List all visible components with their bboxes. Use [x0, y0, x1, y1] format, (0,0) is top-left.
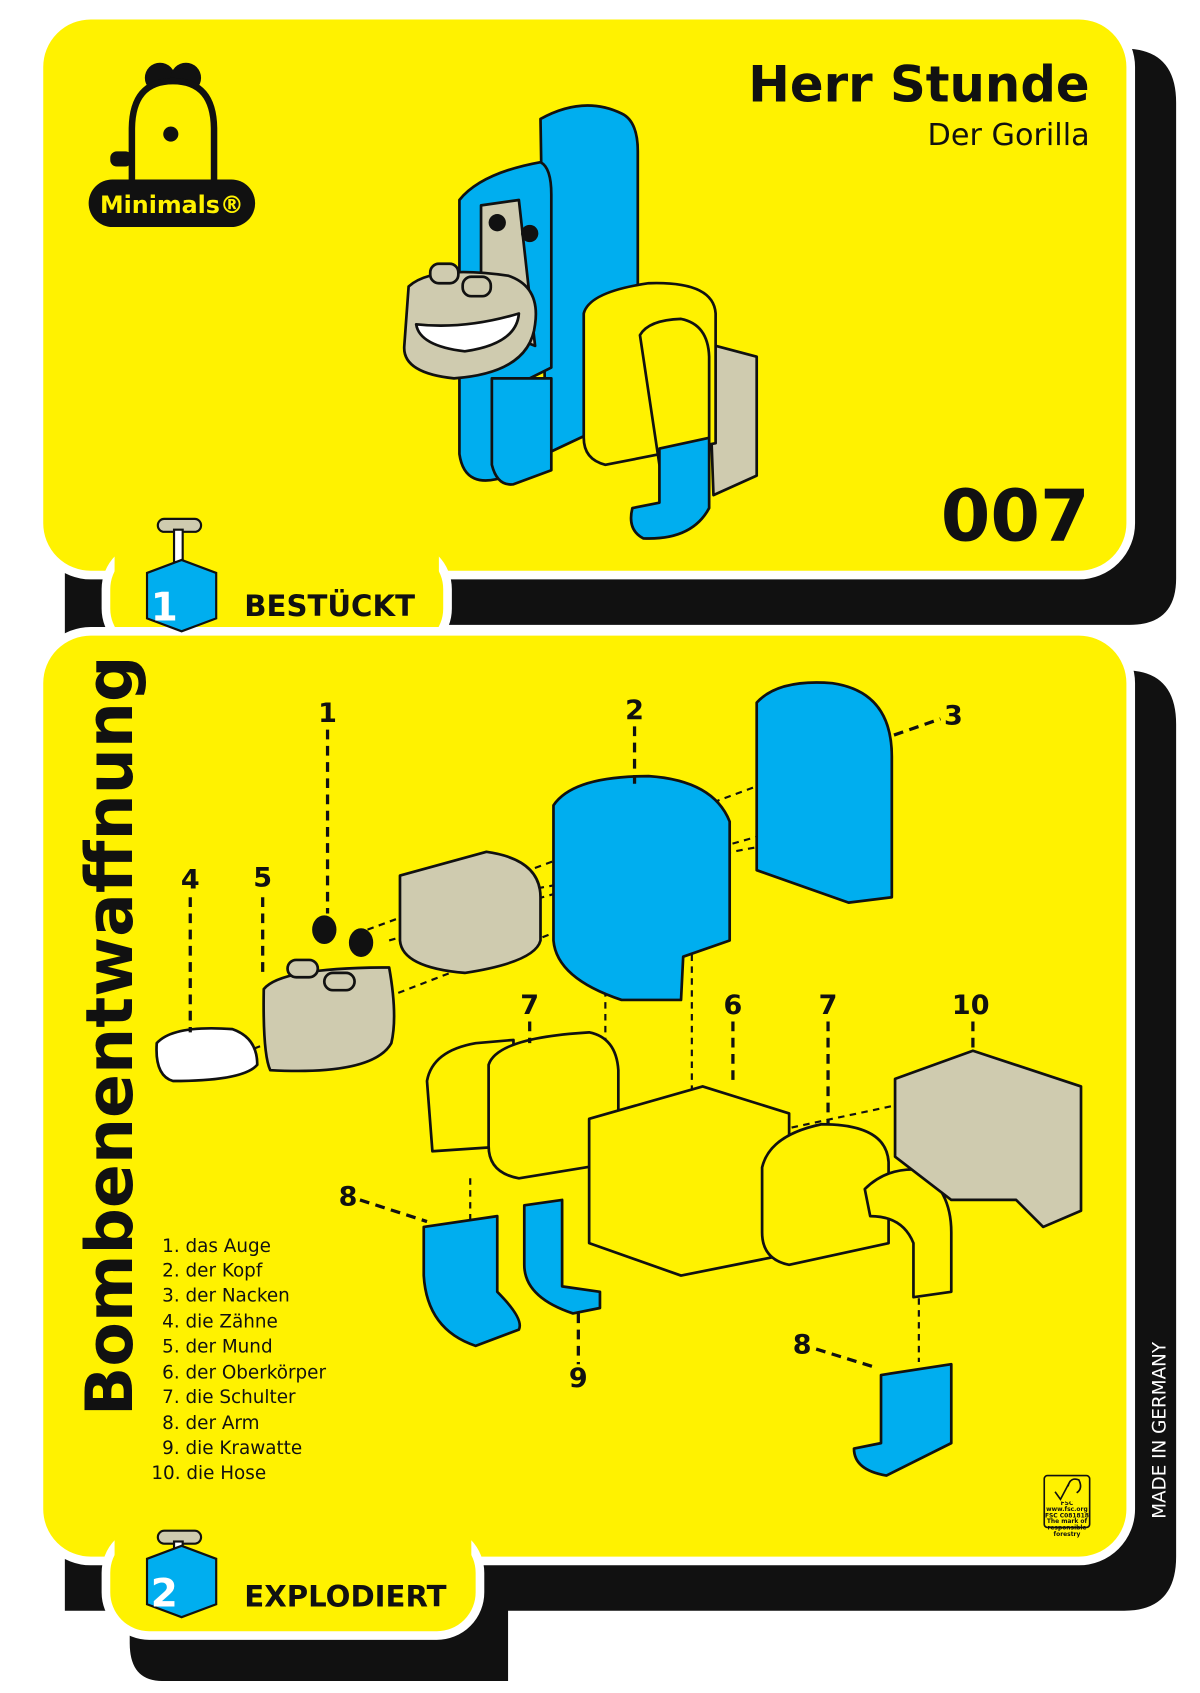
callout-numbers: 1 2 3 4 5 6 7 7 8 8 9 10 — [181, 695, 990, 1394]
logo-text: Minimals® — [100, 191, 244, 219]
list-item: 5. der Mund — [162, 1336, 272, 1357]
step-number-1: 1 — [151, 585, 178, 630]
callout-8a: 8 — [339, 1181, 358, 1212]
made-in-germany: MADE IN GERMANY — [1149, 1341, 1170, 1519]
section-1-label: BESTÜCKT — [244, 589, 415, 623]
vertical-title: Bombenentwaffnung — [73, 656, 148, 1417]
section-2-label: EXPLODIERT — [244, 1579, 446, 1613]
callout-9: 9 — [569, 1363, 588, 1394]
list-item: 7. die Schulter — [162, 1387, 296, 1408]
callout-10: 10 — [952, 990, 990, 1021]
callout-3: 3 — [944, 700, 963, 731]
callout-5: 5 — [253, 862, 272, 893]
parts-list: 1. das Auge 2. der Kopf 3. der Nacken 4.… — [151, 1236, 326, 1484]
callout-1: 1 — [318, 698, 337, 729]
callout-7b: 7 — [819, 990, 838, 1021]
product-number: 007 — [941, 475, 1090, 558]
fsc-logo-text: FSC www.fsc.org FSC C081818 The mark of … — [1044, 1501, 1089, 1539]
list-item: 9. die Krawatte — [162, 1438, 302, 1459]
list-item: 4. die Zähne — [162, 1311, 278, 1332]
callout-4: 4 — [181, 865, 200, 896]
list-item: 2. der Kopf — [162, 1261, 263, 1282]
callout-6: 6 — [724, 990, 743, 1021]
fsc-tree-icon — [1054, 1478, 1082, 1501]
assembled-gorilla-illustration — [402, 104, 759, 540]
callout-7a: 7 — [520, 990, 539, 1021]
minimals-logo: Minimals® — [88, 62, 256, 228]
exploded-parts-illustration — [155, 681, 1083, 1477]
product-title: Herr Stunde — [748, 56, 1089, 114]
callout-2: 2 — [625, 695, 644, 726]
step-number-2: 2 — [151, 1571, 178, 1616]
list-item: 8. der Arm — [162, 1413, 259, 1434]
list-item: 3. der Nacken — [162, 1286, 290, 1307]
list-item: 10. die Hose — [151, 1463, 266, 1484]
product-subtitle: Der Gorilla — [928, 118, 1090, 153]
list-item: 6. der Oberkörper — [162, 1362, 326, 1383]
list-item: 1. das Auge — [162, 1236, 271, 1257]
callout-8b: 8 — [793, 1329, 812, 1360]
detonator-cube-icon-1: 1 — [145, 517, 218, 633]
detonator-cube-icon-2: 2 — [145, 1529, 218, 1619]
fsc-logo: FSC www.fsc.org FSC C081818 The mark of … — [1043, 1474, 1091, 1539]
